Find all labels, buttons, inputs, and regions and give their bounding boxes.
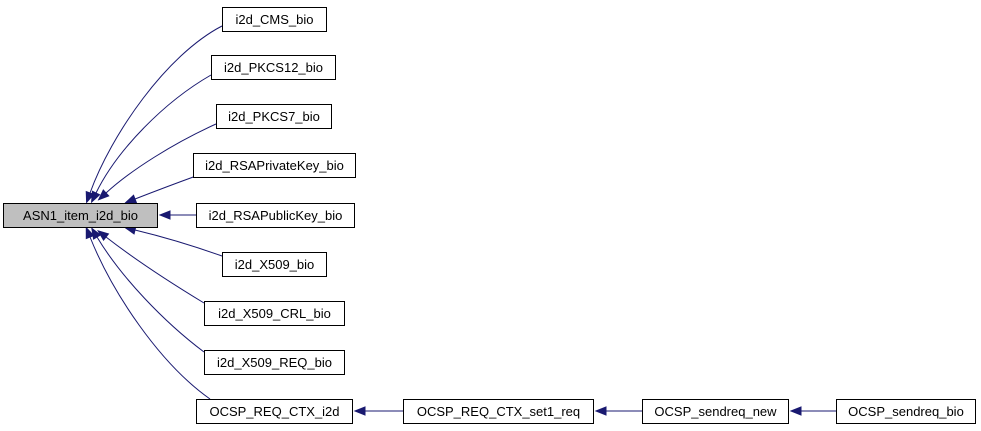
node-i2d_X509_REQ_bio[interactable]: i2d_X509_REQ_bio bbox=[204, 350, 345, 375]
edge-line bbox=[89, 236, 211, 400]
node-box[interactable] bbox=[3, 203, 158, 228]
node-label: OCSP_sendreq_bio bbox=[848, 404, 964, 419]
edge-line bbox=[89, 25, 223, 194]
node-label: i2d_PKCS7_bio bbox=[228, 109, 320, 124]
node-box[interactable] bbox=[642, 399, 789, 424]
edge-line bbox=[105, 123, 217, 194]
node-box[interactable] bbox=[196, 203, 355, 228]
node-box[interactable] bbox=[216, 104, 332, 129]
node-box[interactable] bbox=[204, 350, 345, 375]
edge-OCSP_sendreq_new-to-OCSP_REQ_CTX_set1_req bbox=[594, 406, 642, 416]
node-box[interactable] bbox=[222, 252, 327, 277]
node-i2d_RSAPublicKey_bio[interactable]: i2d_RSAPublicKey_bio bbox=[196, 203, 355, 228]
edge-OCSP_REQ_CTX_set1_req-to-OCSP_REQ_CTX_i2d bbox=[353, 406, 403, 416]
node-label: ASN1_item_i2d_bio bbox=[23, 208, 138, 223]
node-box[interactable] bbox=[193, 153, 356, 178]
node-OCSP_REQ_CTX_i2d[interactable]: OCSP_REQ_CTX_i2d bbox=[196, 399, 353, 424]
node-box[interactable] bbox=[222, 7, 327, 32]
arrow-head-icon bbox=[97, 230, 110, 242]
arrow-head-icon bbox=[91, 227, 102, 240]
edge-line bbox=[134, 229, 223, 257]
node-OCSP_REQ_CTX_set1_req[interactable]: OCSP_REQ_CTX_set1_req bbox=[403, 399, 594, 424]
nodes: ASN1_item_i2d_bio i2d_CMS_bio i2d_PKCS12_b… bbox=[3, 7, 976, 424]
node-i2d_PKCS12_bio[interactable]: i2d_PKCS12_bio bbox=[211, 55, 336, 80]
node-label: OCSP_REQ_CTX_i2d bbox=[209, 404, 339, 419]
node-OCSP_sendreq_new[interactable]: OCSP_sendreq_new bbox=[642, 399, 789, 424]
node-box[interactable] bbox=[211, 55, 336, 80]
node-i2d_X509_CRL_bio[interactable]: i2d_X509_CRL_bio bbox=[204, 301, 345, 326]
node-box[interactable] bbox=[196, 399, 353, 424]
edge-i2d_X509_bio-to-ASN1_item_i2d_bio bbox=[123, 225, 223, 257]
node-box[interactable] bbox=[403, 399, 594, 424]
edge-line bbox=[105, 236, 205, 304]
node-i2d_RSAPrivateKey_bio[interactable]: i2d_RSAPrivateKey_bio bbox=[193, 153, 356, 178]
arrow-head-icon bbox=[124, 194, 138, 204]
edge-OCSP_REQ_CTX_i2d-to-ASN1_item_i2d_bio bbox=[85, 226, 211, 400]
node-i2d_X509_bio[interactable]: i2d_X509_bio bbox=[222, 252, 327, 277]
node-i2d_PKCS7_bio[interactable]: i2d_PKCS7_bio bbox=[216, 104, 332, 129]
arrow-head-icon bbox=[91, 190, 101, 204]
edge-i2d_X509_CRL_bio-to-ASN1_item_i2d_bio bbox=[97, 230, 205, 304]
node-i2d_CMS_bio[interactable]: i2d_CMS_bio bbox=[222, 7, 327, 32]
node-label: OCSP_REQ_CTX_set1_req bbox=[417, 404, 580, 419]
node-label: i2d_CMS_bio bbox=[235, 12, 313, 27]
arrow-head-icon bbox=[594, 406, 607, 416]
edge-i2d_PKCS7_bio-to-ASN1_item_i2d_bio bbox=[97, 123, 217, 201]
edge-line bbox=[134, 175, 197, 200]
arrow-head-icon bbox=[158, 210, 171, 220]
node-label: i2d_X509_bio bbox=[235, 257, 315, 272]
edge-i2d_RSAPrivateKey_bio-to-ASN1_item_i2d_bio bbox=[124, 175, 197, 204]
arrow-head-icon bbox=[789, 406, 802, 416]
arrow-head-icon bbox=[97, 189, 110, 201]
node-box[interactable] bbox=[204, 301, 345, 326]
node-label: OCSP_sendreq_new bbox=[654, 404, 777, 419]
edges bbox=[85, 25, 836, 416]
edge-line bbox=[96, 236, 205, 353]
arrow-head-icon bbox=[85, 226, 95, 240]
edge-line bbox=[95, 74, 212, 194]
edge-i2d_X509_REQ_bio-to-ASN1_item_i2d_bio bbox=[91, 227, 205, 353]
node-label: i2d_RSAPublicKey_bio bbox=[209, 208, 343, 223]
node-label: i2d_X509_REQ_bio bbox=[217, 355, 332, 370]
edge-i2d_PKCS12_bio-to-ASN1_item_i2d_bio bbox=[91, 74, 212, 204]
edge-i2d_RSAPublicKey_bio-to-ASN1_item_i2d_bio bbox=[158, 210, 196, 220]
arrow-head-icon bbox=[353, 406, 366, 416]
edge-OCSP_sendreq_bio-to-OCSP_sendreq_new bbox=[789, 406, 836, 416]
node-label: i2d_PKCS12_bio bbox=[224, 60, 323, 75]
node-box[interactable] bbox=[836, 399, 976, 424]
node-label: i2d_X509_CRL_bio bbox=[218, 306, 331, 321]
node-OCSP_sendreq_bio[interactable]: OCSP_sendreq_bio bbox=[836, 399, 976, 424]
node-ASN1_item_i2d_bio[interactable]: ASN1_item_i2d_bio bbox=[3, 203, 158, 228]
node-label: i2d_RSAPrivateKey_bio bbox=[205, 158, 344, 173]
